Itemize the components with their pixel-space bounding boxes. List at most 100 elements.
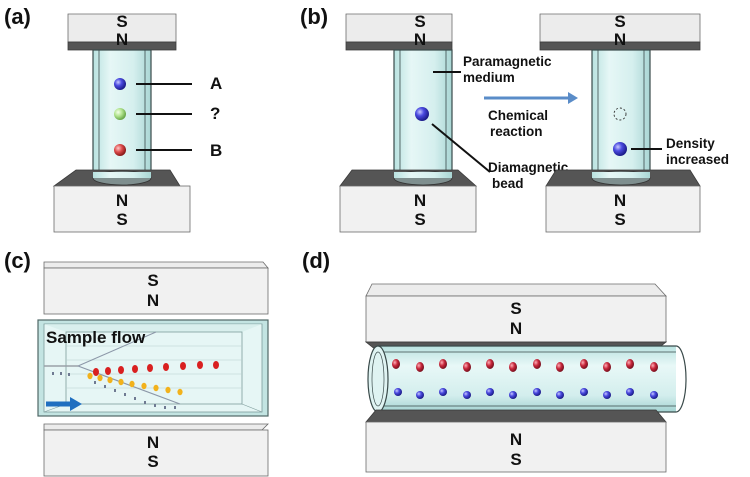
panel-b-right-tube [591, 49, 651, 181]
panel-d-red-bead [463, 362, 471, 372]
panel-a-top-magnet: S N [67, 12, 177, 51]
panel-b-left-top-upper-pole: S [414, 12, 425, 31]
panel-d-blue-bead [533, 388, 541, 396]
panel-d-blue-bead [486, 388, 494, 396]
panel-d-red-bead [650, 362, 658, 372]
panel-d-blue-bead [603, 391, 611, 399]
panel-c-top-upper-pole: S [147, 271, 158, 290]
panel-d-red-bead [556, 362, 564, 372]
panel-c-bottom-lower-pole: S [147, 452, 158, 471]
panel-b-diamagnetic-bead [415, 107, 429, 121]
panel-b-medium-label-line2: medium [463, 70, 515, 85]
panel-c-grey-particle [154, 404, 156, 407]
panel-a-label: (a) [4, 4, 31, 29]
panel-d-red-bead [626, 359, 634, 369]
panel-d-red-bead [439, 359, 447, 369]
panel-c-yellow-particle [153, 384, 159, 392]
panel-d-blue-beads [394, 388, 658, 399]
panel-d-red-bead [603, 362, 611, 372]
panel-c-grey-particle [94, 381, 96, 384]
panel-c-red-particle [118, 366, 124, 374]
panel-d-top-upper-pole: S [510, 299, 521, 318]
panel-d-label: (d) [302, 248, 330, 273]
panel-d-blue-bead [650, 391, 658, 399]
panel-d-blue-bead [463, 391, 471, 399]
panel-a-bead-unknown [114, 108, 126, 120]
panel-d-bottom-lower-pole: S [510, 450, 521, 469]
panel-c: (c) S N Sample flow [4, 248, 269, 477]
panel-c-bottom-magnet: N S [43, 423, 269, 477]
panel-c-red-particle [180, 362, 186, 370]
panel-a-bead-a [114, 78, 126, 90]
panel-c-grey-particle [60, 372, 62, 375]
panel-d-red-bead [392, 359, 400, 369]
panel-a-top-magnet-lower-pole: N [116, 30, 128, 49]
panel-c-flow-label: Sample flow [46, 328, 146, 347]
panel-d-blue-bead [439, 388, 447, 396]
panel-c-red-stream [93, 361, 219, 376]
panel-b-left-bottom-magnet: N S [339, 169, 478, 233]
panel-c-red-particle [163, 363, 169, 371]
panel-c-grey-particle [114, 389, 116, 392]
panel-d-blue-bead [509, 391, 517, 399]
panel-c-flow-arrow [46, 397, 82, 411]
panel-c-label: (c) [4, 248, 31, 273]
panel-d-top-magnet: S N [364, 283, 668, 351]
panel-b-right-top-magnet: S N [539, 12, 701, 51]
panel-d-blue-bead [416, 391, 424, 399]
panel-c-top-magnet: S N [43, 261, 269, 315]
panel-a-bottom-magnet-lower-pole: S [116, 210, 127, 229]
panel-d-red-beads [392, 359, 658, 372]
panel-c-yellow-particle [141, 382, 147, 390]
panel-c-red-particle [132, 365, 138, 373]
panel-c-grey-particle [52, 372, 54, 375]
panel-d-bottom-magnet: N S [365, 409, 667, 473]
panel-b-left-bottom-upper-pole: N [414, 191, 426, 210]
panel-c-red-particle [93, 368, 99, 376]
panel-b-left-top-magnet: S N [345, 12, 453, 51]
panel-b-right-bottom-magnet: N S [545, 169, 701, 233]
panel-b-bead-label-line1: Diamagnetic [488, 160, 569, 175]
panel-d-tube [367, 345, 687, 413]
panel-b-bead-label-line2: bead [492, 176, 524, 191]
panel-a-label-unknown: ? [210, 104, 220, 123]
panel-d-red-bead [509, 362, 517, 372]
panel-c-grey-particle [68, 373, 70, 376]
panel-a: (a) S N N S A ? B [4, 4, 222, 233]
panel-c-grey-particle [164, 406, 166, 409]
panel-c-yellow-particle [118, 378, 124, 386]
panel-b-left-top-lower-pole: N [414, 30, 426, 49]
panel-c-red-particle [105, 367, 111, 375]
panel-b-reaction-arrow [484, 92, 578, 104]
panel-c-grey-particle [174, 406, 176, 409]
panel-c-grey-stream [52, 372, 176, 409]
panel-c-red-particle [197, 361, 203, 369]
panel-c-top-lower-pole: N [147, 291, 159, 310]
panel-b: (b) S N N S Paramagnetic medium [300, 4, 729, 233]
panel-b-density-label-line2: increased [666, 152, 729, 167]
panel-a-bead-b [114, 144, 126, 156]
panel-d-red-bead [486, 359, 494, 369]
panel-d-red-bead [580, 359, 588, 369]
panel-b-original-position-marker [613, 107, 627, 121]
panel-b-medium-label-line1: Paramagnetic [463, 54, 552, 69]
panel-b-reaction-label-line1: Chemical [488, 108, 548, 123]
panel-b-right-top-lower-pole: N [614, 30, 626, 49]
panel-c-yellow-particle [177, 388, 183, 396]
panel-c-yellow-particle [107, 376, 113, 384]
panel-b-right-bottom-lower-pole: S [614, 210, 625, 229]
panel-a-bottom-magnet-upper-pole: N [116, 191, 128, 210]
panel-c-yellow-particle [129, 380, 135, 388]
panel-d-red-bead [416, 362, 424, 372]
panel-b-left-bottom-lower-pole: S [414, 210, 425, 229]
panel-b-bead-leader [431, 123, 491, 173]
panel-d-blue-bead [556, 391, 564, 399]
panel-c-grey-particle [134, 397, 136, 400]
panel-d-bottom-upper-pole: N [510, 430, 522, 449]
panel-b-label: (b) [300, 4, 328, 29]
panel-c-red-particle [147, 364, 153, 372]
panel-d-red-bead [533, 359, 541, 369]
panel-c-yellow-particle [165, 386, 171, 394]
panel-b-reaction-label-line2: reaction [490, 124, 543, 139]
